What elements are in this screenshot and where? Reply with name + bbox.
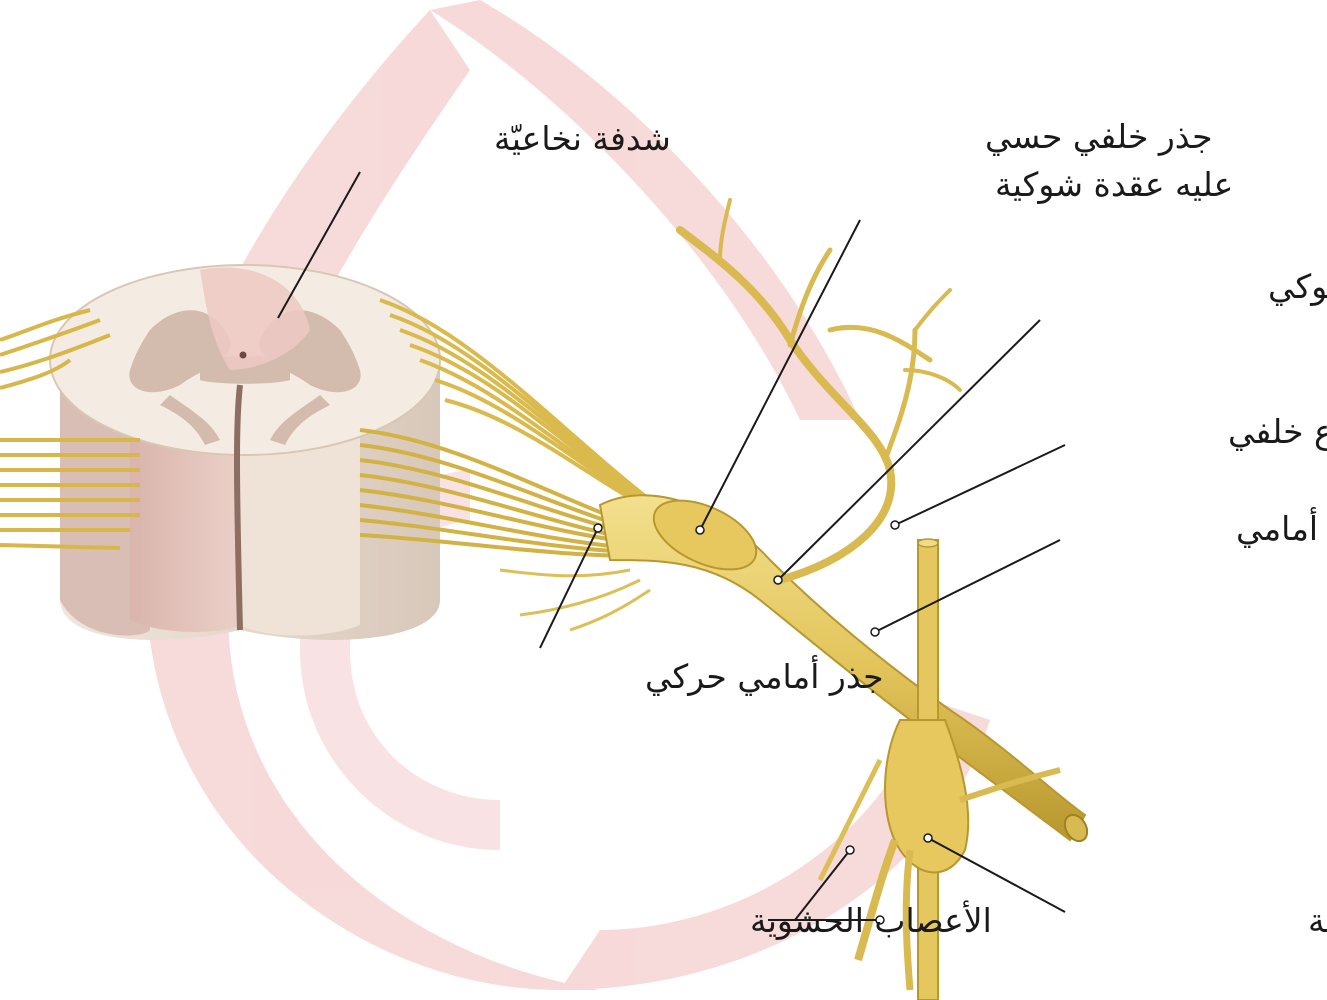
- label-gray-commissure: شدفة نخاعيّة: [494, 119, 671, 158]
- spinal-cord: [50, 265, 440, 640]
- label-dorsal-root-line2: عليه عقدة شوكية: [995, 165, 1233, 204]
- label-autonomic-ganglion: عقدة ذاتية ودية: [1308, 901, 1327, 940]
- label-spinal-nerve: العصب الشوكي: [1268, 267, 1327, 306]
- label-posterior-ramus: فرع خلفي: [1228, 412, 1327, 451]
- label-anterior-ramus: فرع أمامي: [1236, 507, 1327, 548]
- label-dorsal-root-line1: جذر خلفي حسي: [985, 117, 1213, 156]
- label-visceral-nerves: الأعصاب الحشوية: [750, 900, 992, 940]
- label-ventral-root: جذر أمامي حركي: [645, 655, 884, 696]
- small-branches: [500, 570, 650, 630]
